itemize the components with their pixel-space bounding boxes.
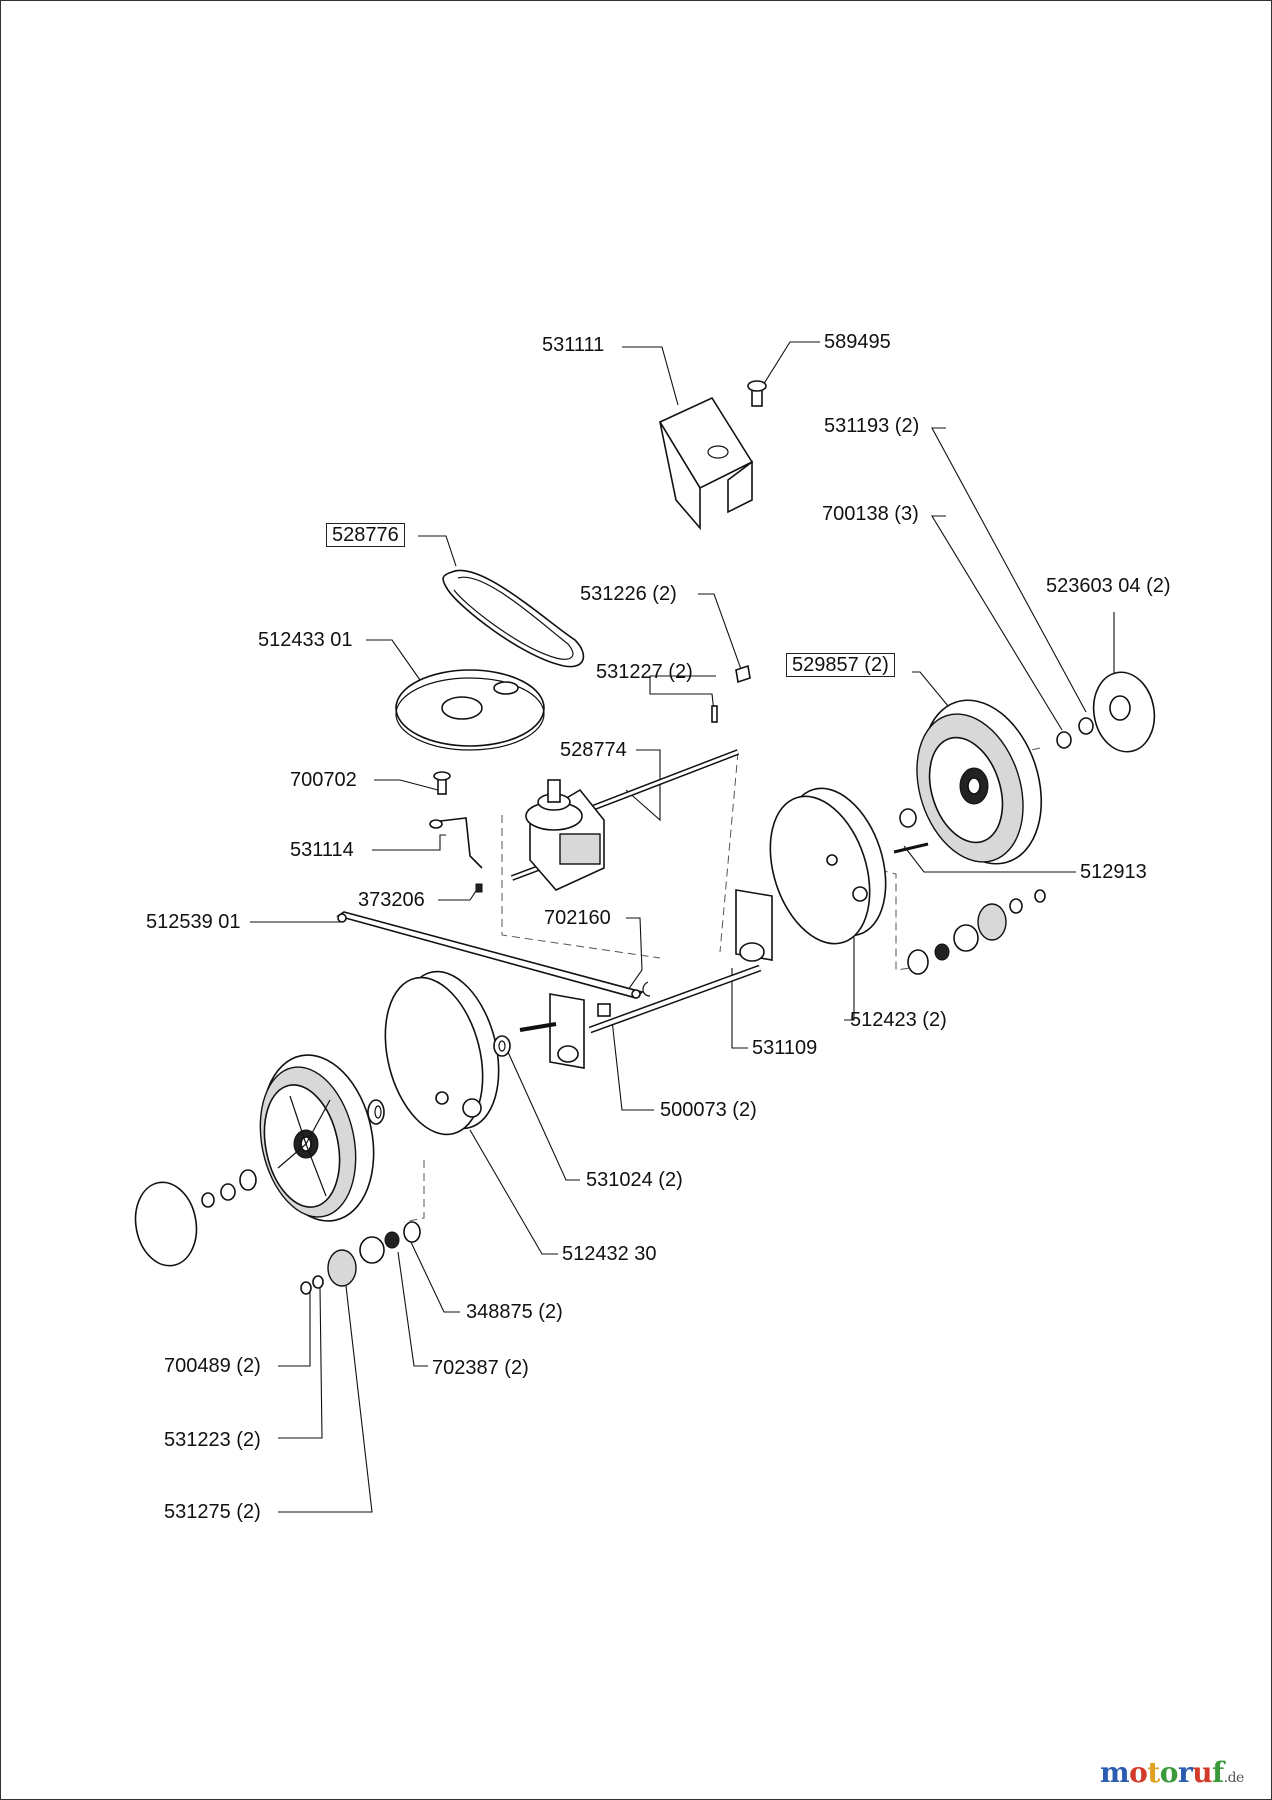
label-512913: 512913 (1080, 861, 1147, 883)
label-531111: 531111 (542, 334, 605, 356)
part-702160-clip (642, 981, 651, 997)
label-700138: 700138 (3) (822, 503, 919, 525)
part-531114-bracket (429, 817, 483, 869)
part-right-pinion-set (907, 889, 1046, 975)
label-531275: 531275 (2) (164, 1501, 261, 1523)
leader-lines (250, 341, 1115, 1513)
part-531024-washer (493, 1035, 511, 1057)
label-512539: 512539 01 (146, 911, 241, 933)
watermark-text: motoruf (1100, 1756, 1224, 1789)
label-531114: 531114 (290, 839, 354, 861)
part-left-bushing (367, 1099, 385, 1125)
label-512423: 512423 (2) (850, 1009, 947, 1031)
part-531111-bracket (658, 396, 754, 531)
part-529857-right-wheel (916, 699, 1043, 865)
part-left-hubcap-set (134, 1169, 257, 1267)
part-500073-nut (597, 1003, 611, 1017)
label-529857: 529857 (2) (786, 653, 895, 677)
part-512423-cover (769, 787, 887, 945)
label-531109: 531109 (752, 1037, 818, 1059)
label-348875: 348875 (2) (466, 1301, 563, 1323)
part-512539-rod (336, 911, 644, 999)
label-528774: 528774 (560, 739, 627, 761)
label-700702: 700702 (290, 769, 357, 791)
part-589495-screw (747, 380, 767, 407)
label-528776: 528776 (326, 523, 405, 547)
label-373206: 373206 (358, 889, 425, 911)
label-531226: 531226 (2) (580, 583, 677, 605)
part-528776-belt (442, 569, 585, 668)
part-373206-nut (475, 883, 483, 893)
part-512913-screw (893, 842, 929, 854)
part-512433-plate (395, 669, 545, 751)
part-512432-cover (384, 970, 500, 1136)
label-523603: 523603 04 (2) (1046, 575, 1171, 597)
label-589495: 589495 (824, 331, 891, 353)
part-523603-hubcap (1092, 671, 1156, 753)
part-left-wheel (259, 1054, 375, 1222)
part-700702-bolt (433, 771, 451, 795)
watermark-tld: .de (1223, 1770, 1245, 1786)
part-528774-gearbox (510, 749, 740, 891)
label-531193: 531193 (2) (824, 415, 920, 437)
label-702160: 702160 (544, 907, 611, 929)
part-531226-block (735, 664, 751, 684)
part-531109-axle (519, 889, 773, 1069)
label-702387: 702387 (2) (432, 1357, 529, 1379)
part-left-pinion-set (300, 1221, 421, 1295)
part-right-washers (899, 717, 1094, 828)
part-531227-pin (711, 705, 718, 723)
label-531223: 531223 (2) (164, 1429, 261, 1451)
label-512433: 512433 01 (258, 629, 353, 651)
label-531227: 531227 (2) (596, 661, 693, 683)
label-500073: 500073 (2) (660, 1099, 757, 1121)
motoruf-watermark-logo: motoruf.de (1100, 1756, 1244, 1789)
label-700489: 700489 (2) (164, 1355, 261, 1377)
label-512432: 512432 30 (562, 1243, 657, 1265)
label-531024: 531024 (2) (586, 1169, 683, 1191)
